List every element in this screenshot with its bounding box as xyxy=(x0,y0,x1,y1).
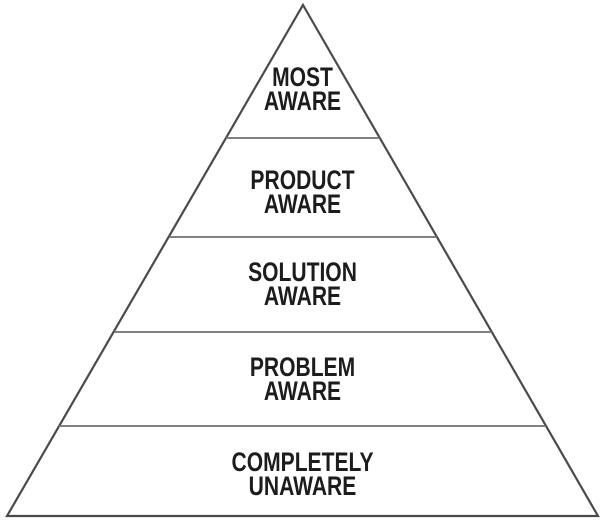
level-label-most-aware: MOST AWARE xyxy=(67,62,539,116)
level-label-line: AWARE xyxy=(263,376,342,406)
level-label-solution-aware: SOLUTION AWARE xyxy=(67,257,539,311)
level-label-line: PROBLEM xyxy=(249,352,356,382)
level-label-problem-aware: PROBLEM AWARE xyxy=(67,352,539,406)
level-label-product-aware: PRODUCT AWARE xyxy=(67,165,539,219)
level-label-line: AWARE xyxy=(263,189,342,219)
level-label-line: SOLUTION xyxy=(248,257,357,287)
pyramid-outline xyxy=(5,2,600,518)
level-label-line: AWARE xyxy=(263,281,342,311)
level-label-completely-unaware: COMPLETELY UNAWARE xyxy=(67,447,539,501)
level-label-line: UNAWARE xyxy=(248,471,357,501)
level-label-line: AWARE xyxy=(263,86,342,116)
level-label-line: MOST xyxy=(272,62,333,92)
level-label-line: PRODUCT xyxy=(250,165,355,195)
level-label-line: COMPLETELY xyxy=(231,447,374,477)
